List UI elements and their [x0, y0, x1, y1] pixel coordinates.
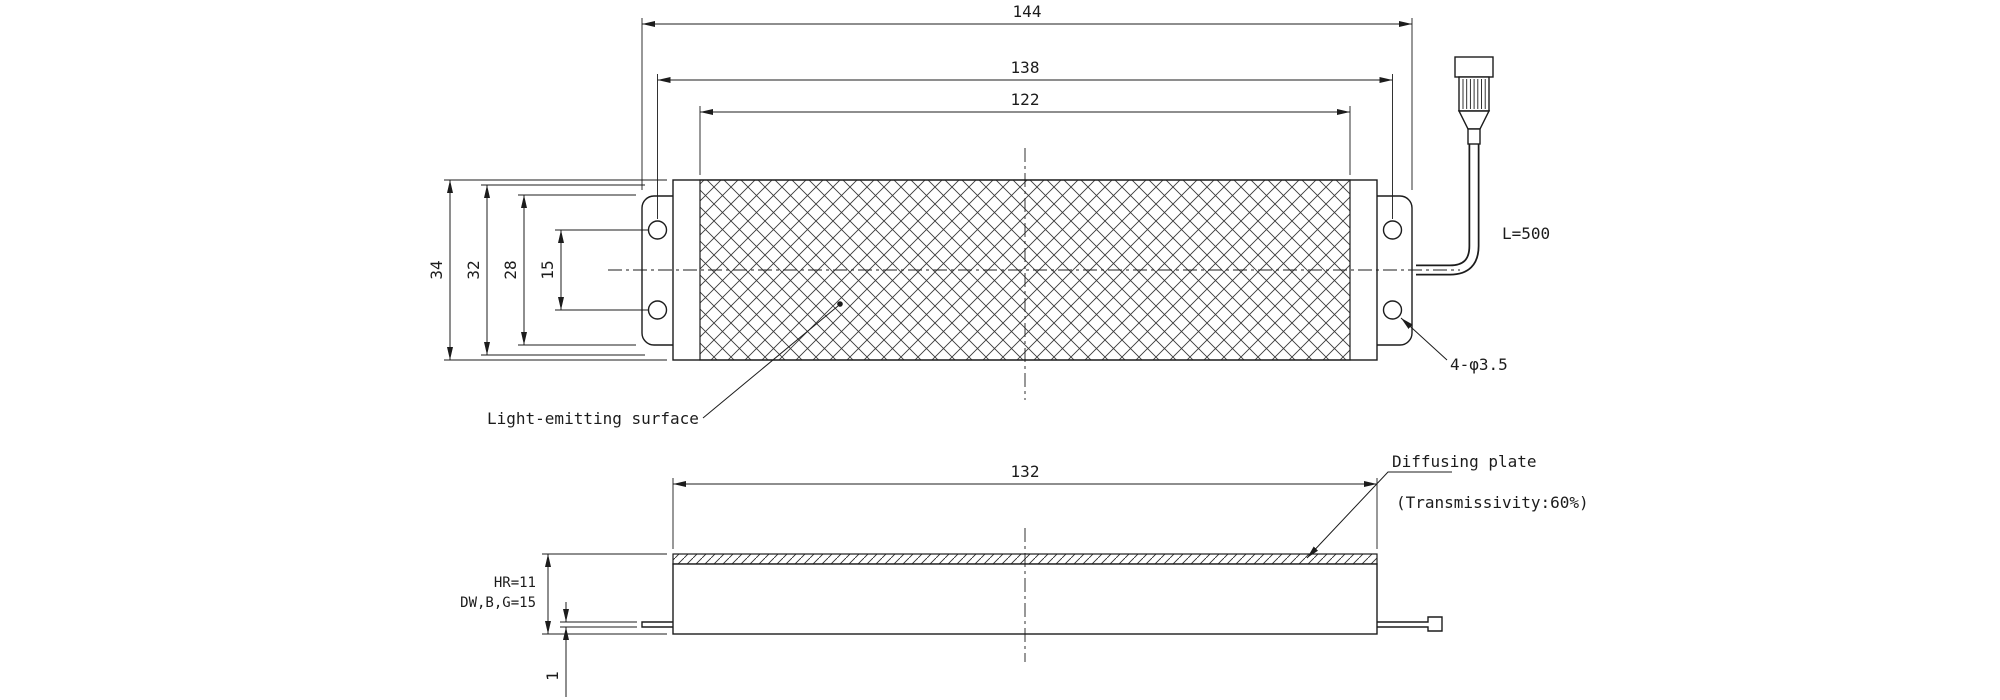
top-view-centerlines [608, 148, 1460, 400]
dim-138-extension-lines [657, 74, 1393, 219]
diffusing-plate-label: Diffusing plate [1392, 452, 1537, 471]
dim-132-extension-lines [672, 478, 1378, 549]
connector-stem [1467, 128, 1481, 145]
dim-15-label: 15 [538, 260, 557, 279]
diffusing-plate-leader [1306, 471, 1452, 559]
dim-34-label: 34 [427, 260, 446, 279]
side-view-body [641, 553, 1443, 635]
mounting-hole-bottom-right [1382, 300, 1403, 320]
hole-callout-label: 4-φ3.5 [1450, 355, 1508, 374]
left-bottom-flange [641, 621, 673, 628]
dim-132-label: 132 [1011, 462, 1040, 481]
dim-34-extension-lines [444, 179, 667, 361]
dim-144-label: 144 [1013, 2, 1042, 21]
callout-mounting-holes: 4-φ3.5 [1400, 317, 1508, 374]
mounting-hole-top-right [1382, 220, 1403, 240]
transmissivity-label: (Transmissivity:60%) [1396, 493, 1589, 512]
dim-122-label: 122 [1011, 90, 1040, 109]
dim-1-label: 1 [543, 671, 562, 681]
dim-144-extension-lines [641, 18, 1413, 190]
dim-15: 15 [538, 229, 648, 311]
dim-28-extension-lines [518, 194, 636, 346]
dim-132: 132 [672, 462, 1378, 549]
dim-28: 28 [501, 194, 636, 346]
light-emitting-leader [702, 305, 839, 419]
dim-122-extension-lines [699, 106, 1351, 175]
dim-1-extension-lines [560, 621, 637, 628]
cable-outline [1416, 144, 1480, 276]
connector-cap [1454, 56, 1494, 78]
cable-length-label: L=500 [1502, 224, 1550, 243]
dim-144: 144 [641, 2, 1413, 190]
callout-light-emitting-surface: Light-emitting surface [487, 301, 843, 428]
light-emitting-leader-dot [837, 301, 843, 307]
top-view: 144 138 122 34 32 28 [427, 2, 1550, 428]
hole-callout-leader [1400, 317, 1448, 361]
height-dwbg-label: DW,B,G=15 [460, 595, 536, 611]
side-view: 132 HR=11 DW,B,G=15 1 Diffusing plate (T… [460, 452, 1589, 697]
dim-15-extension-lines [555, 229, 648, 311]
dim-height: HR=11 DW,B,G=15 [460, 553, 667, 635]
dim-1: 1 [543, 602, 637, 697]
callout-diffusing-plate: Diffusing plate (Transmissivity:60%) [1306, 452, 1589, 559]
dim-122: 122 [699, 90, 1351, 175]
height-hr-label: HR=11 [494, 575, 536, 591]
dim-32: 32 [464, 184, 645, 356]
connector-grip-ridges [1462, 79, 1486, 109]
right-bottom-flange-and-boot [1377, 616, 1443, 632]
mounting-hole-top-left [647, 220, 668, 240]
dim-138: 138 [657, 58, 1393, 219]
connector-neck [1457, 110, 1491, 130]
dim-32-label: 32 [464, 260, 483, 279]
cable-core [1416, 144, 1478, 274]
dim-34: 34 [427, 179, 667, 361]
dim-height-extension-lines [542, 553, 667, 635]
connector-assembly: L=500 [1416, 56, 1550, 276]
light-emitting-label: Light-emitting surface [487, 409, 699, 428]
mounting-hole-bottom-left [647, 300, 668, 320]
dim-32-extension-lines [481, 184, 645, 356]
dim-138-label: 138 [1011, 58, 1040, 77]
dim-28-label: 28 [501, 260, 520, 279]
